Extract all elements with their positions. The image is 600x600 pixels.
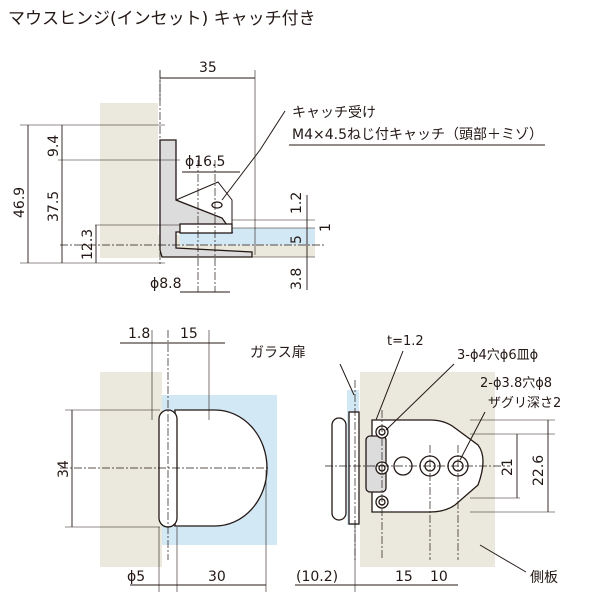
cabinet-panel-left bbox=[100, 103, 158, 258]
note-catch-receiver: キャッチ受け bbox=[292, 105, 376, 121]
dim-phi8-8-label: ϕ8.8 bbox=[150, 276, 182, 292]
side-view: ガラス扉 t=1.2 3-ϕ4穴ϕ6皿ϕ 2-ϕ3.8穴ϕ8 ザグリ深さ2 21… bbox=[250, 334, 561, 592]
leader-catch-receiver bbox=[221, 110, 286, 201]
side-pin bbox=[331, 417, 347, 521]
dim-35-label: 35 bbox=[199, 60, 217, 76]
dim-9-4-label: 9.4 bbox=[46, 135, 62, 157]
dim-1-8-label: 1.8 bbox=[128, 326, 150, 342]
dim-10-2-label: (10.2) bbox=[296, 569, 338, 585]
front-view: 1.8 15 34 ϕ5 30 bbox=[56, 326, 277, 592]
dim-34-label: 34 bbox=[56, 460, 72, 478]
label-glass-door: ガラス扉 bbox=[250, 345, 306, 361]
label-counterbore-depth: ザグリ深さ2 bbox=[488, 396, 561, 411]
note-catch-screw: M4×4.5ねじ付キャッチ（頭部＋ミゾ） bbox=[292, 127, 543, 143]
drawing-title: マウスヒンジ(インセット) キャッチ付き bbox=[8, 9, 316, 29]
dim-30-label: 30 bbox=[208, 569, 226, 585]
dim-phi5-label: ϕ5 bbox=[127, 569, 145, 585]
dim-22-6-label: 22.6 bbox=[531, 455, 547, 486]
front-cabinet-panel bbox=[100, 372, 162, 567]
label-side-panel: 側板 bbox=[530, 570, 558, 586]
dim-12-3-label: 12.3 bbox=[80, 229, 96, 260]
top-view: 35 46.9 9.4 37.5 12.3 ϕ16.5 ϕ8.8 1.2 5 1… bbox=[12, 60, 545, 293]
dim-15-side-label: 15 bbox=[395, 569, 413, 585]
catch-receiver-icon bbox=[211, 201, 223, 209]
dim-37-5-label: 37.5 bbox=[46, 191, 62, 222]
dim-1-2-label: 1.2 bbox=[289, 192, 305, 214]
dim-3-8-label: 3.8 bbox=[289, 268, 305, 290]
dim-phi16-5-label: ϕ16.5 bbox=[185, 154, 225, 170]
dim-46-9-label: 46.9 bbox=[12, 187, 28, 218]
hinge-body-top bbox=[159, 139, 253, 258]
label-countersunk-holes: 3-ϕ4穴ϕ6皿ϕ bbox=[457, 348, 538, 363]
dim-5-label: 5 bbox=[289, 235, 305, 244]
dim-21-label: 21 bbox=[500, 458, 516, 476]
dim-15-label: 15 bbox=[180, 326, 198, 342]
label-thickness: t=1.2 bbox=[387, 334, 424, 349]
label-counterbore-holes: 2-ϕ3.8穴ϕ8 bbox=[480, 376, 552, 391]
dim-1-label: 1 bbox=[318, 223, 334, 232]
dim-10-label: 10 bbox=[430, 569, 448, 585]
side-door-edge bbox=[348, 411, 360, 525]
